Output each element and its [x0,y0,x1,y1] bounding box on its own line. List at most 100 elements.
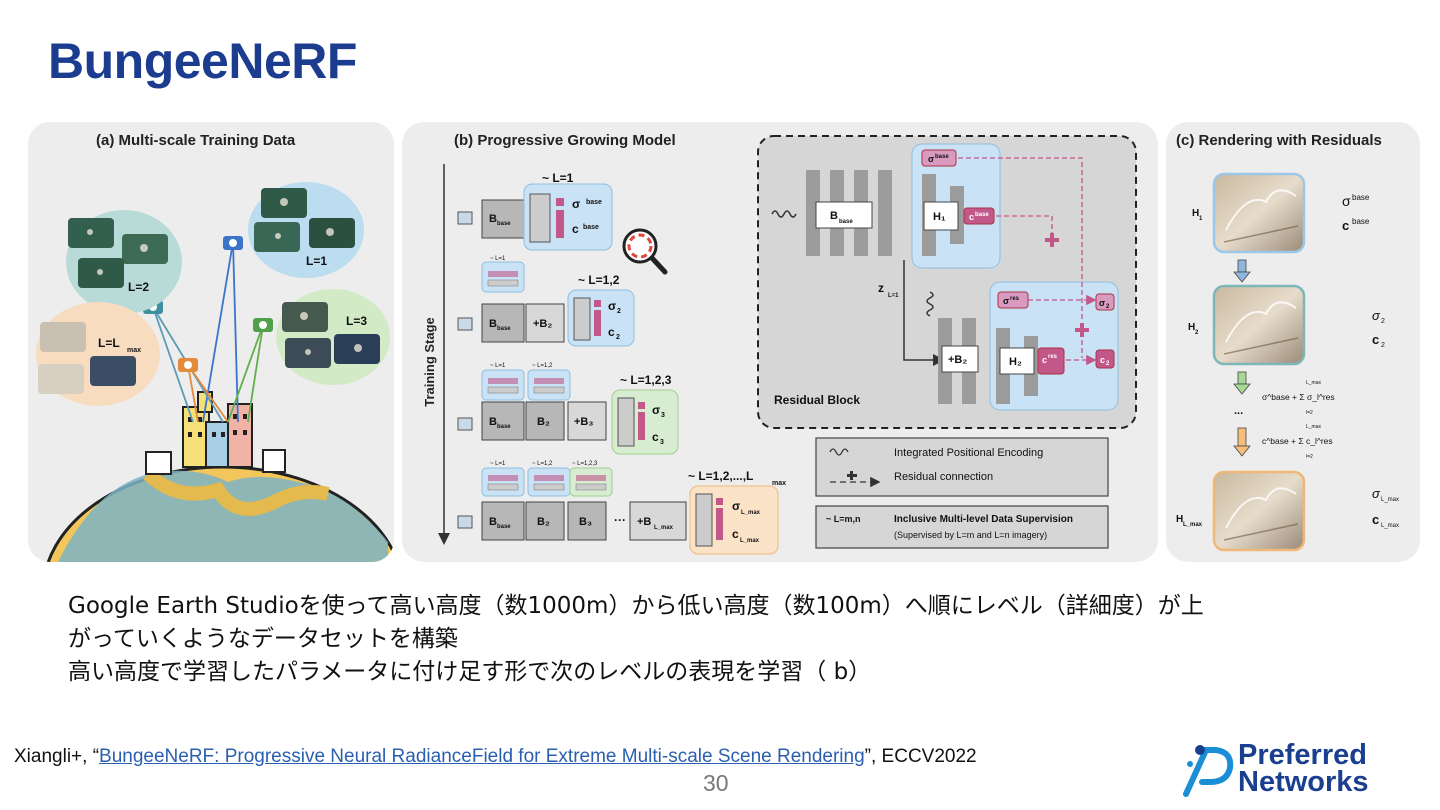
rb-sigma-base [921,149,957,167]
block-b3 [567,501,607,541]
rb-z-sub: L=1 [888,293,899,299]
c-sigma-lmax-sub: L_max [1381,497,1399,503]
rb-c-res-text: c [1042,355,1047,365]
block-plus-b2 [525,303,565,343]
stage-4-ellipsis: ··· [614,513,626,527]
block-bbase [481,401,525,441]
stage-1-label: ~ L=1 [542,171,574,185]
rb-c-base-text: c [969,212,974,222]
stage-3-c: c [652,430,659,444]
stage-3-sigma: σ [652,403,660,417]
bullet-line: Google Earth Studioを使って高い高度（数1000m）から低い高… [68,593,1204,619]
block-bbase-sub: base [497,326,511,332]
mini-label-l1: ~ L=1 [490,363,506,369]
stage-1-sigma-sup: base [586,199,602,206]
stage-4-plus-b: +B [637,516,651,528]
c-c2: c [1372,332,1379,347]
rb-h1 [923,201,959,231]
rb-c-base-sup: base [975,212,989,218]
rb-bbase-text: B [830,210,838,222]
stage-1-sigma: σ [572,197,580,211]
panel-c-title: (c) Rendering with Residuals [1176,132,1382,149]
rb-c-res [1037,347,1065,375]
c-eq-c-bottom: l=2 [1306,454,1313,460]
label-h1: H [1192,208,1199,219]
building [227,403,253,468]
camera-rays [152,241,264,423]
stage-1-c: c [572,222,579,236]
block-bbase-sub: base [497,424,511,430]
c-sigma2-sub: 2 [1381,318,1385,325]
stage-3: ~ L=1 ~ L=1,2 ~ L=1,2,3 Bbase B₂ +B₃ σ 3… [457,363,679,455]
stage-4-b3: B₃ [579,516,592,528]
stage-3-b2: B₂ [537,416,550,428]
panel-a-title: (a) Multi-scale Training Data [96,132,296,149]
label-l2: L=2 [128,280,149,294]
stage-4-label: ~ L=1,2,...,L [688,469,753,483]
residual-block: B base H₁ σ base c base z L=1 +B₂ [757,135,1137,429]
c-c-base: c [1342,218,1349,233]
c-eq-sigma: σ^base + Σ σ_l^res [1262,392,1335,402]
mini-label-l12: ~ L=1,2 [532,461,553,467]
earth-ocean [58,470,388,562]
down-arrow-icon [1233,371,1251,395]
c-sigma2: σ [1372,308,1381,323]
block-bbase [481,501,525,541]
stage-4-c-sub: L_max [740,538,760,544]
block-b2 [525,501,565,541]
paper-link[interactable]: BungeeNeRF: Progressive Neural RadianceF… [99,746,865,767]
rb-sigma-base-text: σ [928,154,934,164]
block-bbase-sub: base [497,524,511,530]
stage-4-sigma-sub: L_max [741,510,761,516]
training-stage-label: Training Stage [422,317,437,407]
stage-3-c-sub: 3 [660,439,664,446]
panel-b-diagram: Training Stage ~ L=1 Bbase σ base c base [422,135,1137,555]
logo-line-1: Preferred [1238,739,1367,771]
dots: ... [1234,405,1243,417]
stage-3-plus-b3: +B₃ [574,416,593,428]
rb-sigma2-text: σ [1099,298,1105,308]
stage-2-sigma-sub: 2 [617,308,621,315]
page-number: 30 [703,770,729,796]
stage-3-label: ~ L=1,2,3 [620,373,672,387]
block-bbase [481,303,525,343]
label-hmax: H [1176,514,1183,525]
label-h1-sub: 1 [1199,216,1203,222]
stage-2: ~ L=1 ~ L=1,2 Bbase +B₂ σ 2 c 2 [457,256,635,347]
c-eq-sigma-bottom: l=2 [1306,410,1313,416]
panel-rendering-residuals: (c) Rendering with Residuals H 1 H 2 H L… [1166,122,1420,562]
mini-label-l123: ~ L=1,2,3 [572,461,598,467]
c-c-lmax: c [1372,512,1379,527]
block-b2 [525,401,565,441]
label-hmax-sub: L_max [1183,522,1203,528]
rb-bbase [815,201,873,229]
rb-bbase-sub: base [839,219,853,225]
rb-h1-text: H₁ [933,211,946,223]
legend-sup-key: ~ L=m,n [826,514,861,524]
c-c2-sub: 2 [1381,342,1385,349]
label-lmax: L=L [98,336,120,350]
mini-label-l12: ~ L=1,2 [532,363,553,369]
rb-plus-b2 [941,345,979,373]
c-sigma-lmax: σ [1372,486,1381,501]
block-plus-blmax [629,501,687,541]
rb-plus-b2-text: +B₂ [948,354,967,366]
building [205,421,231,468]
rb-c-res-sup: res [1048,354,1058,360]
stage-2-sigma: σ [608,299,616,313]
panel-multi-scale-data: (a) Multi-scale Training Data [28,122,394,562]
pfn-logo-icon [1183,745,1234,797]
label-h2: H [1188,322,1195,333]
c-eq-c: c^base + Σ c_l^res [1262,436,1333,446]
block-plus-b3 [567,401,607,441]
legend-ipe: Integrated Positional Encoding [894,447,1043,459]
down-arrow-icon [1233,259,1251,283]
citation-suffix: ”, ECCV2022 [864,746,977,767]
render-hmax [1212,470,1306,552]
c-sigma-base-sup: base [1352,193,1370,202]
panel-progressive-model: (b) Progressive Growing Model Training S… [402,122,1158,562]
stage-4-label-sub: max [772,480,786,487]
rb-label: Residual Block [774,393,860,407]
rb-c-base [963,207,995,225]
rb-sigma-res-text: σ [1003,296,1009,306]
